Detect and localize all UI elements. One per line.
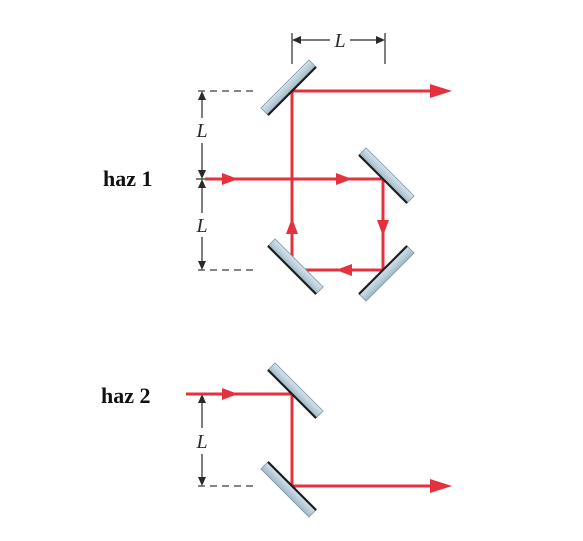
mirror-lower-bottom — [260, 461, 317, 518]
top-length-label: L — [333, 30, 345, 52]
mirror-lower-top — [267, 362, 324, 419]
lower-length-label: L — [195, 431, 207, 453]
beam-2-path — [186, 388, 452, 493]
upper-length-label-2: L — [195, 215, 207, 237]
mirror-top-left — [260, 59, 317, 116]
upper-length-label-1: L — [195, 120, 207, 142]
top-length-dimension: L — [291, 30, 386, 64]
beam-1-label: haz 1 — [103, 166, 153, 191]
mirror-bottom-left — [267, 238, 324, 295]
beam-1-path — [205, 84, 452, 276]
upper-left-dimensions: L L — [195, 90, 258, 271]
mirror-right-upper — [358, 147, 415, 204]
lower-left-dimension: L — [195, 393, 258, 487]
mirror-right-lower — [358, 245, 415, 302]
beam-2-label: haz 2 — [101, 383, 151, 408]
